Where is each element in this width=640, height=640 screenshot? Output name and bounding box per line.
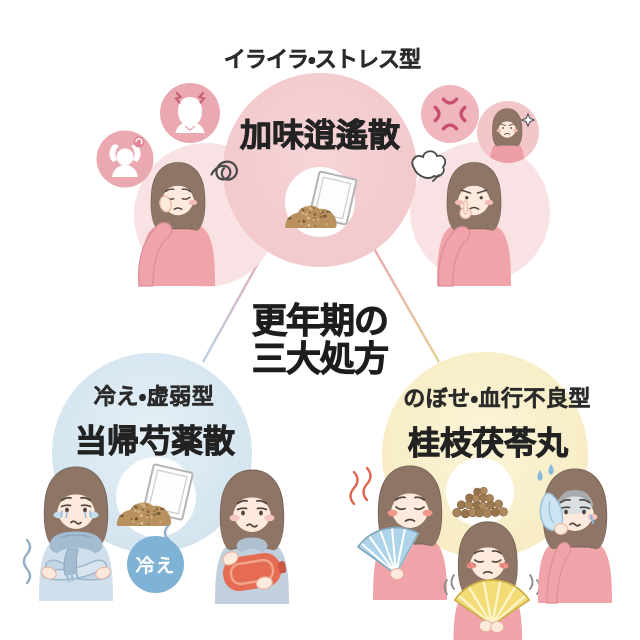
center-title: 更年期の 三大処方 [251,301,389,379]
center-title-line2: 三大処方 [251,340,389,379]
angry-woman [411,150,511,287]
sweat-drops-icon [537,464,554,481]
cold-badge-label: 冷え [135,556,176,577]
anger-mark-icon [421,85,479,143]
blue-fan-icon [356,526,420,587]
angry-woman-icon [477,101,539,163]
cold-medicine-sachet [116,463,194,526]
steam-puff-icon [411,150,447,182]
line-stress-hotflash [366,237,441,363]
stress-remedy-name: 加味逍遙散 [239,117,401,154]
stress-icon [96,130,154,188]
cold-type-label: 冷え・虚弱型 [93,384,215,410]
heat-marks-icon [349,466,372,506]
flushed-fan-woman [443,516,541,622]
cold-badge: 冷え [127,536,184,593]
hotflash-remedy-name: 桂枝茯苓丸 [407,425,569,462]
yellow-fan-icon [453,579,531,634]
center-title-line1: 更年期の [251,301,389,341]
hotflash-type-label: のぼせ・血行不良型 [403,386,591,412]
towel-icon [539,492,572,604]
hot-flash-fan-woman [349,460,456,587]
sweating-towel-woman [537,464,630,604]
worried-woman [137,160,238,287]
cold-remedy-name: 当帰芍薬散 [74,423,236,460]
stress-medicine-sachet [285,170,358,228]
confusion-scribble-icon [210,160,238,181]
hot-water-bottle-woman [198,468,306,600]
hotflash-medicine-pills [452,486,508,519]
stress-type-label: イライラ・ストレス型 [223,47,422,73]
irritation-icon [160,83,220,143]
